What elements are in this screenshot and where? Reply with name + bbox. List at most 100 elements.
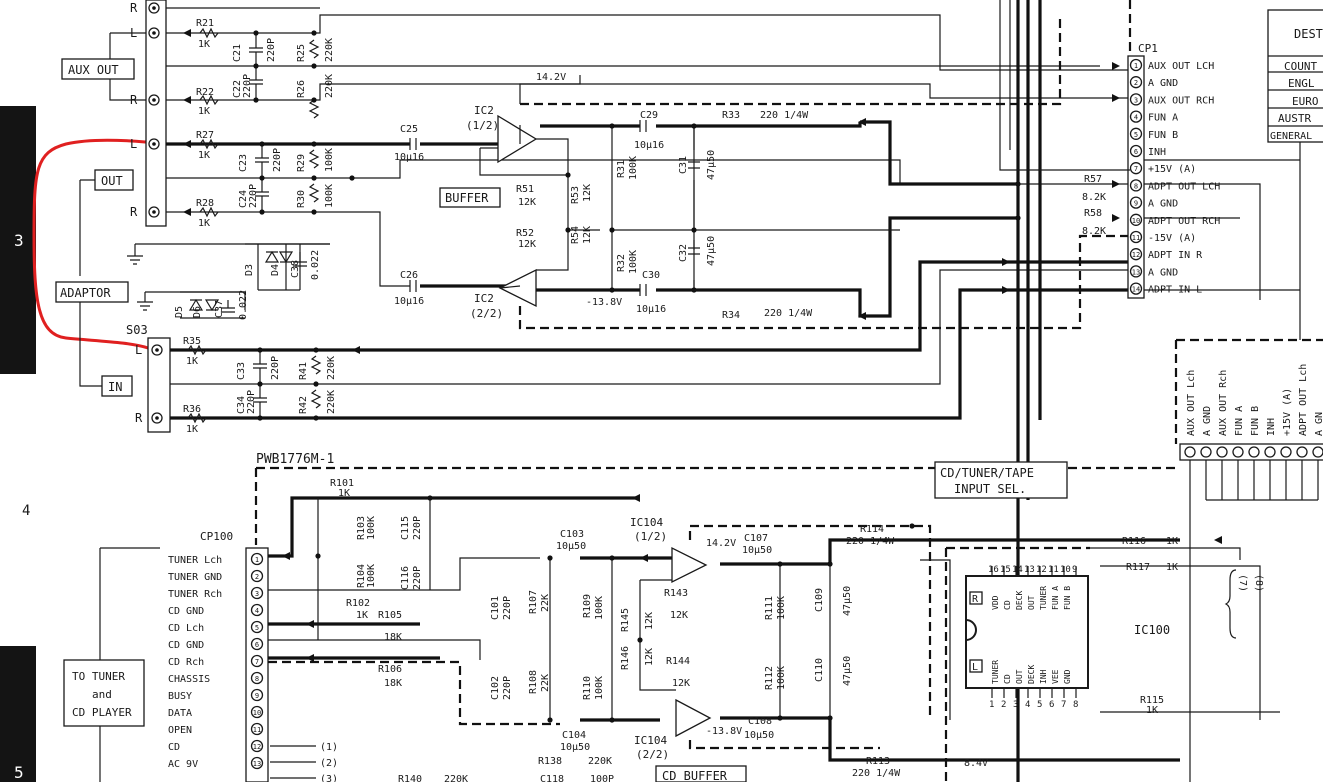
- ic100-mark-r-box: [969, 591, 983, 605]
- cp1-pin-label: FUN B: [1148, 130, 1178, 141]
- ic100-pin-top-label: CD: [1003, 600, 1012, 610]
- aux-out-label-box: [61, 58, 135, 80]
- page-mark-4: 4: [22, 503, 30, 519]
- svg-text:IC2: IC2: [474, 104, 494, 117]
- svg-text:R144: R144: [666, 656, 690, 667]
- right-connector-label: FUN B: [1250, 406, 1261, 436]
- svg-text:220P: 220P: [412, 566, 423, 590]
- cp1-pin-2: [1129, 76, 1143, 89]
- svg-text:R53: R53: [570, 186, 581, 204]
- ic100-pin-top-label: DECK: [1015, 591, 1024, 610]
- svg-text:10μ50: 10μ50: [556, 541, 586, 552]
- cp1-pin-number: 5: [1134, 131, 1138, 139]
- right-connector-pin: [1232, 446, 1244, 458]
- lower-signal-wires: [268, 460, 1319, 782]
- cp100-pin-3: [250, 586, 264, 600]
- svg-text:220K: 220K: [326, 390, 337, 414]
- cp100-pin-label: BUSY: [168, 691, 192, 702]
- cp100-pin-number: 12: [253, 743, 261, 751]
- right-connector-label: +15V (A): [1282, 388, 1293, 436]
- cp100-pin-label: CD Rch: [168, 657, 204, 668]
- svg-text:R41: R41: [298, 362, 309, 380]
- svg-text:C108: C108: [748, 716, 772, 727]
- ic100-pin-bottom-number: 6: [1049, 700, 1054, 710]
- svg-text:C104: C104: [562, 730, 586, 741]
- jack-label-r-out: R: [130, 205, 138, 219]
- svg-text:12K: 12K: [670, 610, 688, 621]
- svg-text:8.4V: 8.4V: [964, 758, 988, 769]
- cp100-pin-number: 5: [255, 624, 259, 632]
- svg-text:R21: R21: [196, 18, 214, 29]
- svg-text:1K: 1K: [1146, 705, 1158, 716]
- svg-text:100K: 100K: [776, 596, 787, 620]
- svg-text:10μ16: 10μ16: [636, 304, 666, 315]
- svg-text:47μ50: 47μ50: [706, 236, 717, 266]
- cp100-pin-2: [250, 569, 264, 583]
- ic100-mark-l-box: [969, 659, 983, 673]
- svg-text:R109: R109: [582, 594, 593, 618]
- right-connector-label: A GN: [1314, 412, 1323, 436]
- svg-text:R102: R102: [346, 598, 370, 609]
- cp1-pin-4: [1129, 110, 1143, 123]
- svg-text:C118: C118: [540, 774, 564, 782]
- svg-text:100K: 100K: [776, 666, 787, 690]
- svg-text:(2/2): (2/2): [470, 307, 503, 320]
- lower-arrows: [282, 494, 1222, 662]
- diode-labels: D3 D4 C38 0.022 D5 D6 C37 0.022: [174, 250, 321, 320]
- cp100-pin-number: 10: [253, 709, 261, 717]
- svg-text:R34: R34: [722, 310, 740, 321]
- cp1-pin-number: 2: [1134, 79, 1138, 87]
- svg-text:12K: 12K: [582, 184, 593, 202]
- ic100-body: [965, 575, 1089, 689]
- cp1-pin-8: [1129, 179, 1143, 192]
- ic100-mark-r: R: [972, 594, 979, 605]
- svg-text:22K: 22K: [540, 674, 551, 692]
- cp100-braces: (1) (2) (3): [270, 742, 338, 782]
- svg-text:220P: 220P: [246, 390, 257, 414]
- svg-text:220K: 220K: [326, 356, 337, 380]
- cp1-pin-number: 6: [1134, 148, 1138, 156]
- svg-text:(2/2): (2/2): [636, 748, 669, 761]
- cp100-pin-label: CD GND: [168, 640, 204, 651]
- svg-text:1K: 1K: [186, 356, 198, 367]
- svg-text:1K: 1K: [198, 150, 210, 161]
- svg-text:R107: R107: [528, 590, 539, 614]
- junction-dots-upper: [253, 30, 355, 421]
- svg-text:14.2V: 14.2V: [536, 72, 566, 83]
- cp1-pin-number: 4: [1134, 114, 1138, 122]
- cp1-pin-1: [1129, 58, 1143, 72]
- svg-text:C102: C102: [490, 676, 501, 700]
- svg-text:R33: R33: [722, 110, 740, 121]
- cp1-pin-14: [1129, 282, 1143, 295]
- cp100-pin-number: 11: [253, 726, 261, 734]
- cd-buffer-label: CD BUFFER: [662, 769, 728, 782]
- svg-text:10μ50: 10μ50: [742, 545, 772, 556]
- cp1-pin-6: [1129, 144, 1143, 158]
- svg-text:100K: 100K: [324, 184, 335, 208]
- cp100-pin-number: 2: [255, 573, 259, 581]
- right-connector-pin: [1312, 446, 1323, 458]
- cp1-pin-number: 10: [1132, 217, 1140, 225]
- svg-text:IC104: IC104: [630, 516, 663, 529]
- svg-text:100P: 100P: [590, 774, 614, 782]
- svg-text:12K: 12K: [518, 197, 536, 208]
- svg-text:(1/2): (1/2): [466, 119, 499, 132]
- svg-text:(1/2): (1/2): [634, 530, 667, 543]
- input-sel-line1: CD/TUNER/TAPE: [940, 466, 1034, 480]
- svg-text:100K: 100K: [324, 148, 335, 172]
- cp100-pin-number: 9: [255, 692, 259, 700]
- to-tuner-line2: and: [92, 688, 112, 701]
- s03-jack-block: [147, 337, 171, 433]
- jack-label-l-out: L: [130, 137, 137, 151]
- pwb-label: PWB1776M-1: [256, 452, 334, 467]
- ic100-pin-top-label: VDD: [991, 595, 1000, 610]
- svg-text:220 1/4W: 220 1/4W: [760, 110, 809, 121]
- right-connector-pin: [1248, 446, 1260, 458]
- cp1-pin-label: A GND: [1148, 199, 1178, 210]
- cp1-pin-label: AUX OUT LCH: [1148, 61, 1214, 72]
- right-connector-label: FUN A: [1234, 406, 1245, 436]
- cp1-pin-number: 9: [1134, 200, 1138, 208]
- ic104b-opamp: [675, 698, 712, 738]
- page-mark-5: 5: [14, 763, 24, 782]
